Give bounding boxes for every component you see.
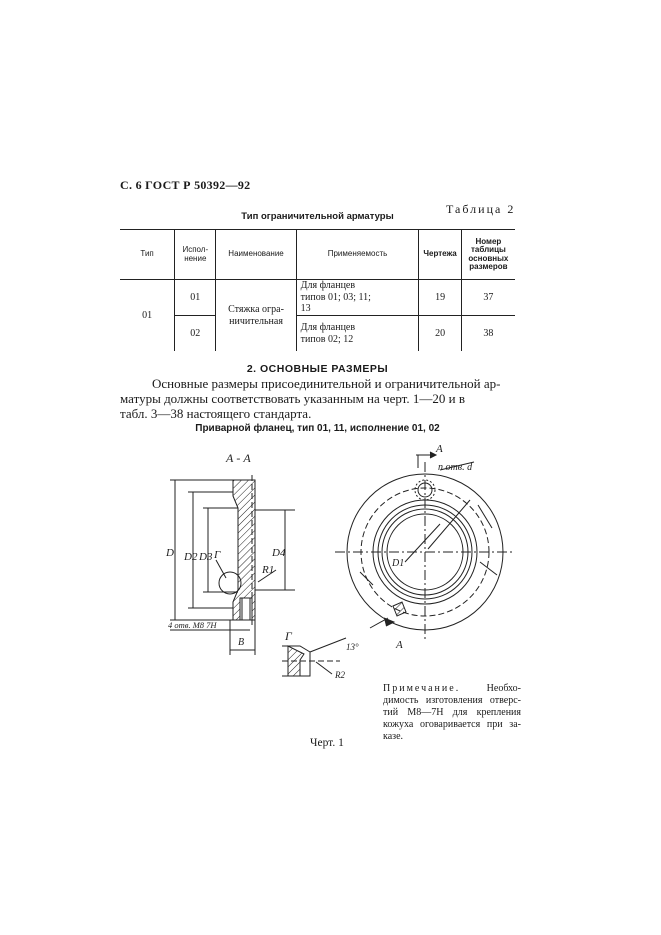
- table-number: Таблица 2: [446, 202, 516, 216]
- label-r2: R2: [334, 670, 345, 680]
- label-d2: D2: [183, 551, 198, 563]
- col-header-type: Тип: [120, 229, 175, 280]
- section-profile: [170, 475, 295, 655]
- label-a-top: А: [435, 443, 443, 455]
- col-header-application: Применяемость: [295, 229, 419, 280]
- cell-table-no: 37: [460, 279, 515, 316]
- cell-drawing: 19: [418, 279, 462, 316]
- table-title: Тип ограничительной арматуры: [241, 211, 394, 222]
- label-d: D: [165, 547, 174, 559]
- cell-name: Стяжка огра-ничительная: [215, 279, 297, 351]
- flange-front-view: [335, 451, 515, 642]
- label-angle: 13°: [346, 642, 359, 652]
- label-n-holes: n отв. d: [438, 462, 473, 473]
- detail-g: [282, 637, 347, 677]
- label-g-detail: Г: [284, 629, 293, 643]
- cell-variant: 01: [174, 279, 216, 316]
- cell-drawing: 20: [418, 315, 462, 351]
- label-holes-m8: 4 отв. М8 7Н: [168, 620, 217, 630]
- figure-caption: Приварной фланец, тип 01, 11, исполнение…: [195, 423, 440, 434]
- cell-variant: 02: [174, 315, 216, 351]
- section-paragraph: Основные размеры присоединительной и огр…: [120, 376, 501, 421]
- label-section-aa: А - А: [225, 451, 251, 465]
- cell-table-no: 38: [460, 315, 515, 351]
- label-b: В: [238, 637, 244, 648]
- table-row: 01 01 Стяжка огра-ничительная Для фланце…: [120, 279, 515, 351]
- label-d1: D1: [391, 558, 404, 569]
- figure-note: Примечание. Необхо-димость изготовления …: [383, 683, 521, 742]
- label-d4: D4: [271, 547, 286, 559]
- page-header: С. 6 ГОСТ Р 50392—92: [120, 178, 251, 192]
- drawing-reference: Черт. 1: [310, 737, 344, 749]
- col-header-drawing: Чертежа: [418, 229, 462, 280]
- col-header-name: Наименование: [215, 229, 297, 280]
- label-a-bottom: А: [395, 639, 403, 651]
- fitting-types-table: Тип Испол-нение Наименование Применяемос…: [120, 229, 515, 351]
- section-title: 2. ОСНОВНЫЕ РАЗМЕРЫ: [246, 363, 389, 375]
- col-header-variant: Испол-нение: [174, 229, 216, 280]
- label-d3: D3: [198, 551, 213, 563]
- table-header-row: Тип Испол-нение Наименование Применяемос…: [120, 229, 515, 280]
- label-g: Г: [213, 549, 221, 561]
- cell-type: 01: [142, 310, 153, 321]
- label-r1: R1: [261, 564, 274, 576]
